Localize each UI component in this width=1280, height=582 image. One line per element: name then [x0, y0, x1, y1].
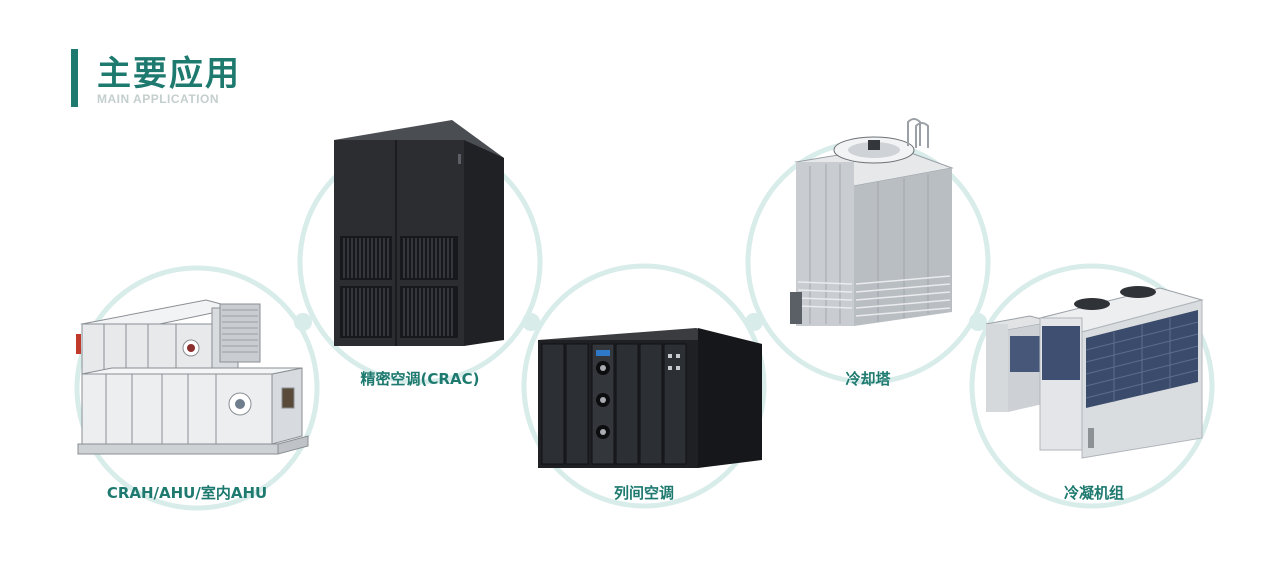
air-handling-unit-icon [76, 299, 309, 455]
circle-1 [74, 265, 320, 511]
product-label-in-row: 列间空调 [613, 484, 675, 502]
in-row-air-conditioner-icon [538, 328, 762, 468]
product-label-crac: 精密空调(CRAC) [360, 370, 480, 388]
circle-5 [969, 263, 1215, 509]
product-label-cooling-tower: 冷却塔 [845, 370, 891, 388]
connector-dot-1 [294, 313, 312, 331]
condensing-unit-icon [985, 286, 1204, 459]
connector-dot-2 [522, 313, 540, 331]
connector-dot-4 [969, 313, 987, 331]
header-accent-bar [71, 49, 78, 107]
page-subtitle: MAIN APPLICATION [97, 92, 219, 106]
precision-air-conditioner-icon [334, 120, 504, 346]
product-label-condensing-unit: 冷凝机组 [1063, 484, 1125, 502]
connector-dot-3 [745, 313, 763, 331]
circle-3 [521, 263, 767, 509]
page-title: 主要应用 [97, 54, 241, 94]
product-label-crah-ahu: CRAH/AHU/室内AHU [106, 484, 268, 502]
cooling-tower-icon [790, 118, 954, 326]
